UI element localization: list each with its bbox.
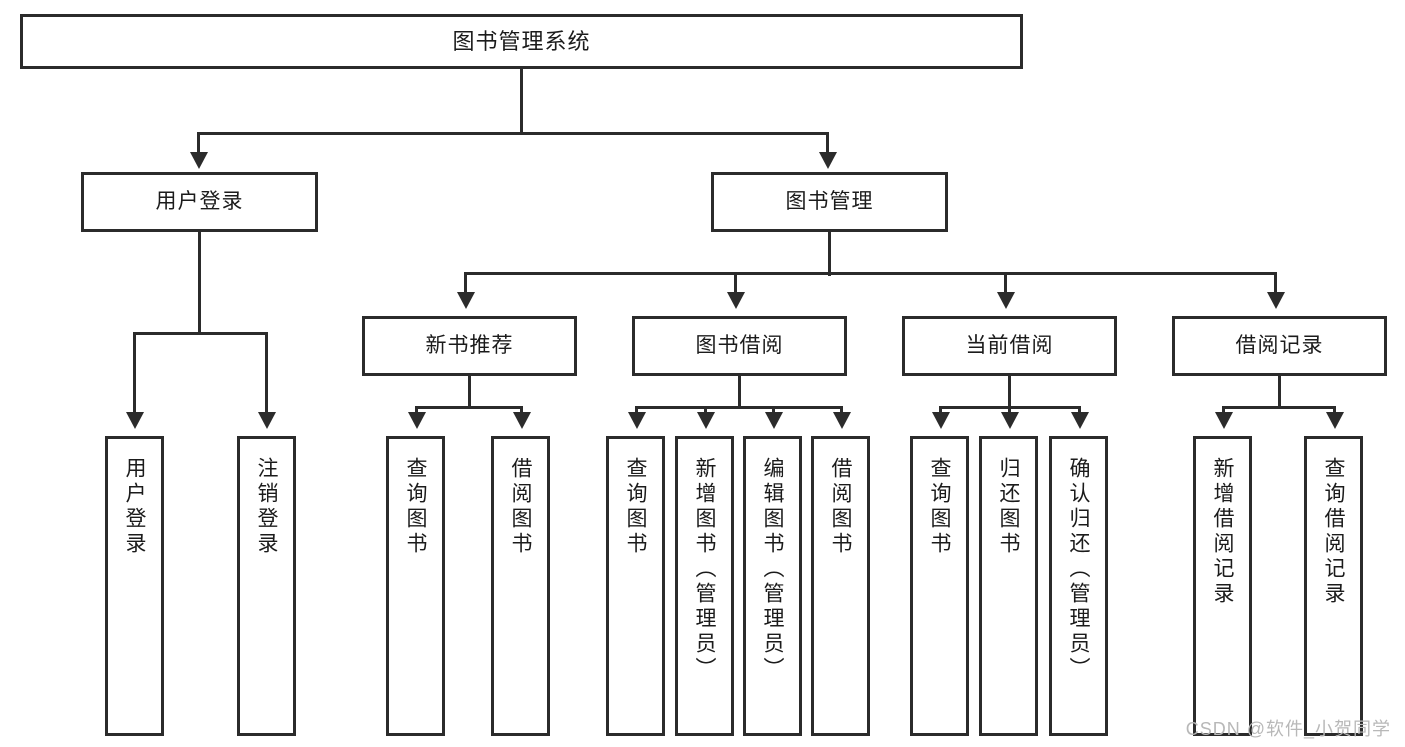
edge-book-borrow-to-leaf-2 [704, 406, 707, 414]
edge-user-login-to-leaf-1 [133, 332, 136, 414]
edge-current-borrow-to-leaf-3 [1078, 406, 1081, 414]
edge-current-borrow-to-leaf-1 [939, 406, 942, 414]
node-label: 借阅记录 [1235, 333, 1324, 357]
node-label: 新增图书（管理员） [693, 457, 716, 682]
arrow-book-borrow-leaf-2 [697, 412, 715, 429]
node-label: 图书借阅 [695, 333, 784, 357]
node-book-management[interactable]: 图书管理 [711, 172, 948, 232]
leaf-current-borrow-query[interactable]: 查询图书 [910, 436, 969, 736]
leaf-book-borrow-query[interactable]: 查询图书 [606, 436, 665, 736]
edge-current-borrow-to-leaf-2 [1008, 406, 1011, 414]
arrow-book-borrow-leaf-1 [628, 412, 646, 429]
edge-new-book-stem [468, 376, 471, 408]
node-label: 用户登录 [155, 189, 244, 213]
leaf-current-borrow-return[interactable]: 归还图书 [979, 436, 1038, 736]
node-label: 查询图书 [404, 457, 427, 557]
node-label: 注销登录 [255, 457, 278, 557]
edge-new-book-to-leaf-2 [520, 406, 523, 414]
edge-book-borrow-split [635, 406, 843, 409]
leaf-new-book-borrow[interactable]: 借阅图书 [491, 436, 550, 736]
node-label: 用户登录 [123, 457, 146, 557]
arrow-new-book-leaf-2 [513, 412, 531, 429]
node-current-borrow[interactable]: 当前借阅 [902, 316, 1117, 376]
edge-book-borrow-to-leaf-3 [772, 406, 775, 414]
edge-borrow-record-stem [1278, 376, 1281, 408]
node-label: 编辑图书（管理员） [761, 457, 784, 682]
edge-to-current-borrow [1004, 272, 1007, 294]
leaf-book-borrow-edit[interactable]: 编辑图书（管理员） [743, 436, 802, 736]
arrow-to-current-borrow [997, 292, 1015, 309]
leaf-book-borrow-borrow[interactable]: 借阅图书 [811, 436, 870, 736]
arrow-book-borrow-leaf-3 [765, 412, 783, 429]
node-label: 查询图书 [928, 457, 951, 557]
arrow-to-new-book [457, 292, 475, 309]
arrow-book-borrow-leaf-4 [833, 412, 851, 429]
node-label: 查询图书 [624, 457, 647, 557]
node-label: 确认归还（管理员） [1067, 457, 1090, 682]
edge-to-book-borrow [734, 272, 737, 294]
node-label: 图书管理 [785, 189, 874, 213]
edge-new-book-split [415, 406, 523, 409]
edge-user-login-to-leaf-2 [265, 332, 268, 414]
node-label: 借阅图书 [829, 457, 852, 557]
edge-root-to-user-login [197, 132, 200, 154]
arrow-current-borrow-leaf-2 [1001, 412, 1019, 429]
node-label: 当前借阅 [965, 333, 1054, 357]
arrow-user-login-leaf-2 [258, 412, 276, 429]
leaf-user-logout[interactable]: 注销登录 [237, 436, 296, 736]
leaf-borrow-record-add[interactable]: 新增借阅记录 [1193, 436, 1252, 736]
node-user-login[interactable]: 用户登录 [81, 172, 318, 232]
leaf-borrow-record-query[interactable]: 查询借阅记录 [1304, 436, 1363, 736]
edge-root-split [197, 132, 829, 135]
edge-to-new-book [464, 272, 467, 294]
edge-root-to-book-mgmt [826, 132, 829, 154]
edge-book-borrow-to-leaf-4 [840, 406, 843, 414]
arrow-new-book-leaf-1 [408, 412, 426, 429]
edge-book-borrow-stem [738, 376, 741, 408]
leaf-book-borrow-add[interactable]: 新增图书（管理员） [675, 436, 734, 736]
edge-book-mgmt-stem [828, 232, 831, 276]
edge-new-book-to-leaf-1 [415, 406, 418, 414]
edge-current-borrow-stem [1008, 376, 1011, 408]
leaf-user-login[interactable]: 用户登录 [105, 436, 164, 736]
edge-borrow-record-to-leaf-2 [1333, 406, 1336, 414]
arrow-borrow-record-leaf-2 [1326, 412, 1344, 429]
node-label: 新增借阅记录 [1211, 457, 1234, 607]
node-label: 借阅图书 [509, 457, 532, 557]
node-label: 归还图书 [997, 457, 1020, 557]
node-label: 新书推荐 [425, 333, 514, 357]
edge-user-login-stem [198, 232, 201, 334]
edge-level2-split [464, 272, 1277, 275]
edge-to-borrow-record [1274, 272, 1277, 294]
node-new-book-recommend[interactable]: 新书推荐 [362, 316, 577, 376]
edge-borrow-record-split [1222, 406, 1336, 409]
arrow-user-login-leaf-1 [126, 412, 144, 429]
node-label: 图书管理系统 [452, 28, 591, 54]
arrow-current-borrow-leaf-1 [932, 412, 950, 429]
arrow-current-borrow-leaf-3 [1071, 412, 1089, 429]
edge-book-borrow-to-leaf-1 [635, 406, 638, 414]
arrow-to-book-borrow [727, 292, 745, 309]
edge-root-stem [520, 69, 523, 134]
node-root[interactable]: 图书管理系统 [20, 14, 1023, 69]
arrow-to-borrow-record [1267, 292, 1285, 309]
arrow-to-book-mgmt [819, 152, 837, 169]
edge-borrow-record-to-leaf-1 [1222, 406, 1225, 414]
arrow-to-user-login [190, 152, 208, 169]
node-label: 查询借阅记录 [1322, 457, 1345, 607]
edge-user-login-split [133, 332, 268, 335]
node-borrow-record[interactable]: 借阅记录 [1172, 316, 1387, 376]
node-book-borrow[interactable]: 图书借阅 [632, 316, 847, 376]
leaf-new-book-query[interactable]: 查询图书 [386, 436, 445, 736]
leaf-current-borrow-confirm[interactable]: 确认归还（管理员） [1049, 436, 1108, 736]
arrow-borrow-record-leaf-1 [1215, 412, 1233, 429]
